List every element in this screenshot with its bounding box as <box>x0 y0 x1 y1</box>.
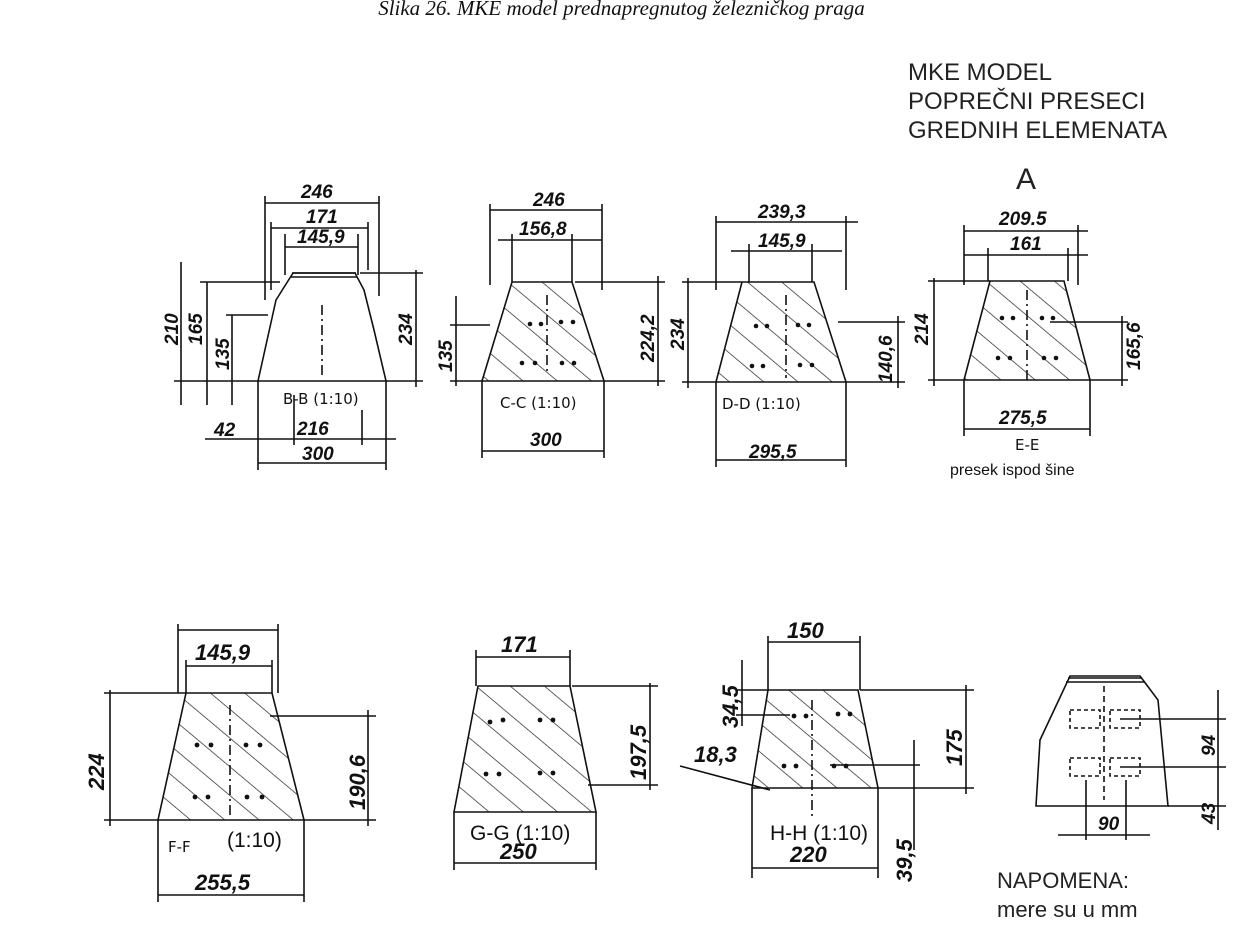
dim-dd-145-9: 145,9 <box>758 231 806 252</box>
note: NAPOMENA: mere su u mm <box>997 866 1138 924</box>
dim-bb-216: 216 <box>296 419 329 440</box>
label-cc: C-C (1:10) <box>500 394 577 412</box>
dim-cc-224-2: 224,2 <box>638 314 659 363</box>
dim-ee-214: 214 <box>912 313 933 346</box>
dim-hh-175: 175 <box>942 729 967 766</box>
dim-ff-255-5: 255,5 <box>194 870 251 895</box>
dim-ee-161: 161 <box>1010 234 1042 255</box>
dim-cc-300: 300 <box>530 430 562 451</box>
figure-caption: Slika 26. MKE model prednapregnutog žele… <box>378 0 865 20</box>
label-ff-scale: (1:10) <box>227 829 282 852</box>
dim-ff-224: 224 <box>84 753 109 791</box>
dim-bb-145-9: 145,9 <box>297 227 345 248</box>
dim-hh-150: 150 <box>787 618 824 643</box>
dim-bb-42: 42 <box>213 420 236 441</box>
section-a-mark: A <box>1016 163 1036 196</box>
dim-side-90: 90 <box>1098 814 1120 835</box>
dim-gg-171: 171 <box>501 632 538 657</box>
label-bb: B-B (1:10) <box>283 390 359 408</box>
dim-gg-250: 250 <box>499 839 537 864</box>
label-dd: D-D (1:10) <box>722 395 801 413</box>
dim-gg-197-5: 197,5 <box>626 724 651 780</box>
dim-dd-234: 234 <box>668 318 689 351</box>
dim-side-94: 94 <box>1199 734 1220 756</box>
section-gg <box>453 650 658 870</box>
dim-hh-39-5: 39,5 <box>892 838 917 882</box>
dim-cc-135: 135 <box>436 340 457 372</box>
section-ff <box>104 624 376 902</box>
label-ff-name: F-F <box>168 838 191 856</box>
dim-ff-190-6: 190,6 <box>345 754 370 810</box>
section-dd <box>682 216 905 467</box>
dim-hh-34-5: 34,5 <box>718 684 743 728</box>
section-hh <box>679 636 974 878</box>
header-line-1: MKE MODEL <box>908 59 1053 86</box>
section-bb <box>174 196 423 470</box>
label-hh: H-H (1:10) <box>770 822 868 845</box>
header-line-3: GREDNIH ELEMENATA <box>908 117 1168 144</box>
dim-ee-209-5: 209.5 <box>998 209 1047 230</box>
dim-bb-135: 135 <box>213 338 234 370</box>
dim-ee-275-5: 275,5 <box>998 408 1047 429</box>
side-view-detail <box>1035 675 1226 840</box>
dim-dd-239-3: 239,3 <box>757 202 806 223</box>
header-line-2: POPREČNI PRESECI <box>908 88 1146 115</box>
dim-bb-171: 171 <box>306 207 338 228</box>
dim-cc-156-8: 156,8 <box>519 219 567 240</box>
dim-bb-210: 210 <box>162 313 183 346</box>
section-cc <box>450 204 665 458</box>
dim-bb-234: 234 <box>396 313 417 346</box>
dim-dd-140-6: 140,6 <box>876 335 897 383</box>
dim-bb-165: 165 <box>186 313 207 345</box>
label-gg: G-G (1:10) <box>470 822 570 845</box>
note-title: NAPOMENA: <box>997 868 1130 893</box>
dim-hh-18-3: 18,3 <box>694 742 737 767</box>
dim-ee-165-6: 165,6 <box>1124 322 1145 370</box>
section-ee <box>928 225 1128 436</box>
note-text: mere su u mm <box>997 897 1138 922</box>
dim-hh-220: 220 <box>789 842 827 867</box>
diagram-header: MKE MODEL POPREČNI PRESECI GREDNIH ELEME… <box>908 58 1167 145</box>
dim-side-43: 43 <box>1199 802 1220 825</box>
label-ee: E-E <box>1015 436 1039 454</box>
dim-cc-246: 246 <box>532 190 565 211</box>
dim-ff-145-9: 145,9 <box>195 640 251 665</box>
label-ee-sub: presek ispod šine <box>950 462 1075 479</box>
dim-bb-300: 300 <box>302 444 334 465</box>
dim-dd-295-5: 295,5 <box>748 442 797 463</box>
dim-bb-246: 246 <box>300 182 333 203</box>
